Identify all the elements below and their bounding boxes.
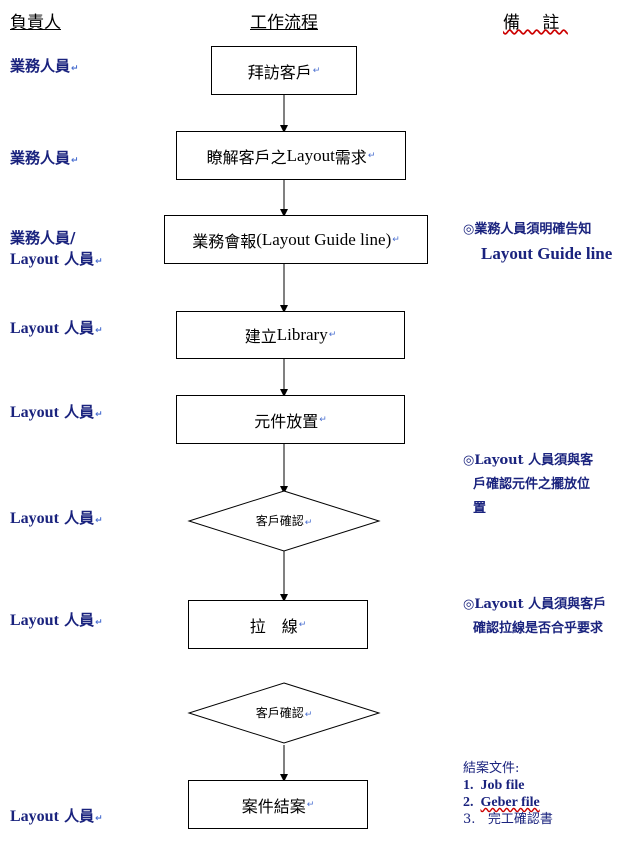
decision-diamond-1 — [187, 490, 381, 552]
role-layout-4: Layout 人員↵ — [10, 611, 103, 629]
step-component-placement: 元件放置↵ — [176, 395, 405, 444]
role-layout-5: Layout 人員↵ — [10, 807, 103, 825]
role-layout-3: Layout 人員↵ — [10, 509, 103, 527]
header-remarks: 備 註 — [503, 13, 568, 33]
decision-customer-confirm-2: 客戶確認↵ — [255, 706, 313, 720]
header-workflow: 工作流程 — [250, 13, 318, 33]
role-layout-1: Layout 人員↵ — [10, 319, 103, 337]
step-build-library: 建立 Library↵ — [176, 311, 405, 359]
role-sales-layout: 業務人員/ Layout 人員↵ — [10, 229, 103, 268]
role-sales-1: 業務人員↵ — [10, 57, 79, 75]
step-understand-requirements: 瞭解客戶之 Layout 需求↵ — [176, 131, 406, 180]
step-routing: 拉 線↵ — [188, 600, 368, 649]
header-owner: 負責人 — [10, 13, 61, 33]
note-sales-guide: ◎業務人員須明確告知 Layout Guide line — [463, 222, 613, 263]
closing-title: 結案文件: — [463, 761, 520, 776]
note-placement-confirm: ◎Layout 人員須與客 戶確認元件之擺放位 置 — [463, 453, 594, 516]
decision-customer-confirm-1: 客戶確認↵ — [255, 514, 313, 528]
role-layout-2: Layout 人員↵ — [10, 403, 103, 421]
note-routing-confirm: ◎Layout 人員須與客戶 確認拉線是否合乎要求 — [463, 597, 607, 636]
step-sales-meeting: 業務會報(Layout Guide line)↵ — [164, 215, 428, 264]
closing-item-1: 1. Job file — [463, 778, 525, 793]
step-visit-customer: 拜訪客戶↵ — [211, 46, 357, 95]
closing-item-3: 3. 完工確認書 — [463, 812, 553, 827]
closing-documents: 結案文件: 1. Job file 2. Geber file 3. 完工確認書 — [463, 760, 553, 828]
decision-diamond-2 — [187, 682, 381, 744]
step-case-closing: 案件結案↵ — [188, 780, 368, 829]
closing-item-2: 2. Geber file — [463, 795, 540, 810]
role-sales-2: 業務人員↵ — [10, 149, 79, 167]
